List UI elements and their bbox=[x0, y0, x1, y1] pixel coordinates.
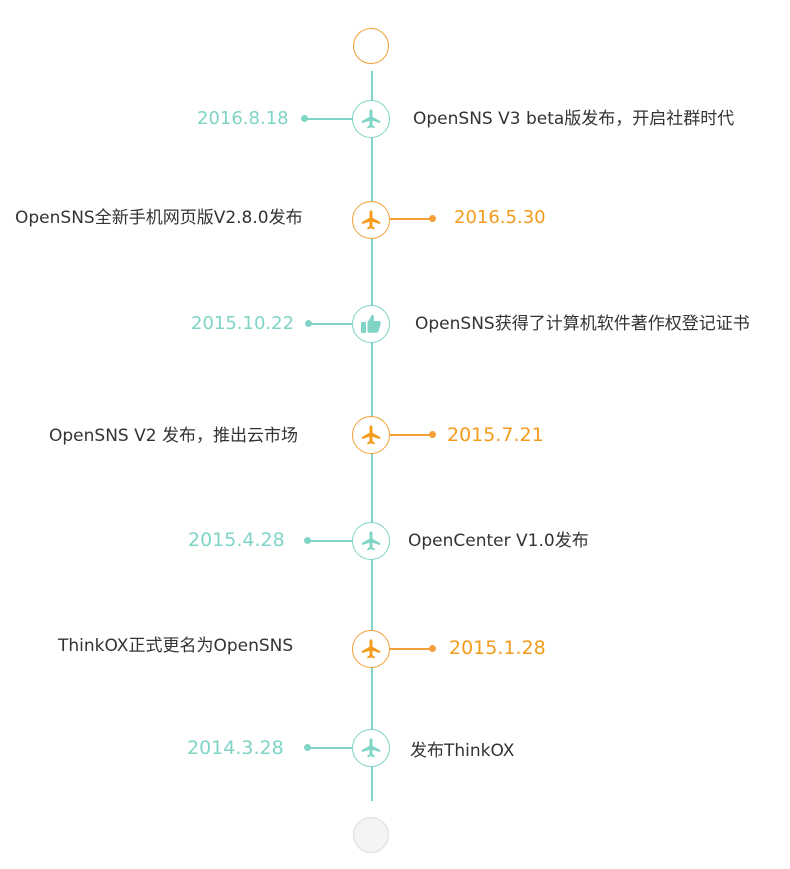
event-description: OpenSNS V3 beta版发布，开启社群时代 bbox=[413, 109, 735, 129]
timeline-end-circle bbox=[353, 817, 389, 853]
event-date: 2015.4.28 bbox=[188, 529, 285, 551]
thumbs-up-icon bbox=[352, 305, 390, 343]
connector-line bbox=[305, 118, 353, 120]
connector-line bbox=[308, 540, 353, 542]
connector-dot bbox=[301, 115, 308, 122]
event-description: ThinkOX正式更名为OpenSNS bbox=[58, 636, 294, 656]
event-description: 发布ThinkOX bbox=[410, 741, 515, 761]
event-description: OpenSNS获得了计算机软件著作权登记证书 bbox=[415, 314, 750, 334]
connector-dot bbox=[429, 645, 436, 652]
connector-line bbox=[308, 747, 353, 749]
event-date: 2015.1.28 bbox=[449, 637, 546, 659]
event-date: 2015.10.22 bbox=[191, 313, 295, 334]
connector-dot bbox=[429, 215, 436, 222]
event-date: 2016.8.18 bbox=[197, 108, 289, 129]
plane-icon bbox=[352, 100, 390, 138]
connector-dot bbox=[305, 320, 312, 327]
connector-line bbox=[390, 434, 432, 436]
event-date: 2014.3.28 bbox=[187, 737, 284, 759]
plane-icon bbox=[352, 201, 390, 239]
connector-dot bbox=[304, 537, 311, 544]
event-description: OpenSNS V2 发布，推出云市场 bbox=[49, 426, 298, 446]
plane-icon bbox=[352, 630, 390, 668]
event-date: 2016.5.30 bbox=[454, 207, 546, 228]
plane-icon bbox=[352, 416, 390, 454]
connector-dot bbox=[429, 431, 436, 438]
event-description: OpenCenter V1.0发布 bbox=[408, 531, 589, 551]
connector-line bbox=[309, 323, 353, 325]
plane-icon bbox=[352, 729, 390, 767]
event-description: OpenSNS全新手机网页版V2.8.0发布 bbox=[15, 208, 303, 228]
connector-dot bbox=[304, 744, 311, 751]
connector-line bbox=[390, 648, 432, 650]
plane-icon bbox=[352, 522, 390, 560]
connector-line bbox=[390, 218, 432, 220]
timeline-start-circle bbox=[353, 28, 389, 64]
event-date: 2015.7.21 bbox=[447, 424, 544, 446]
